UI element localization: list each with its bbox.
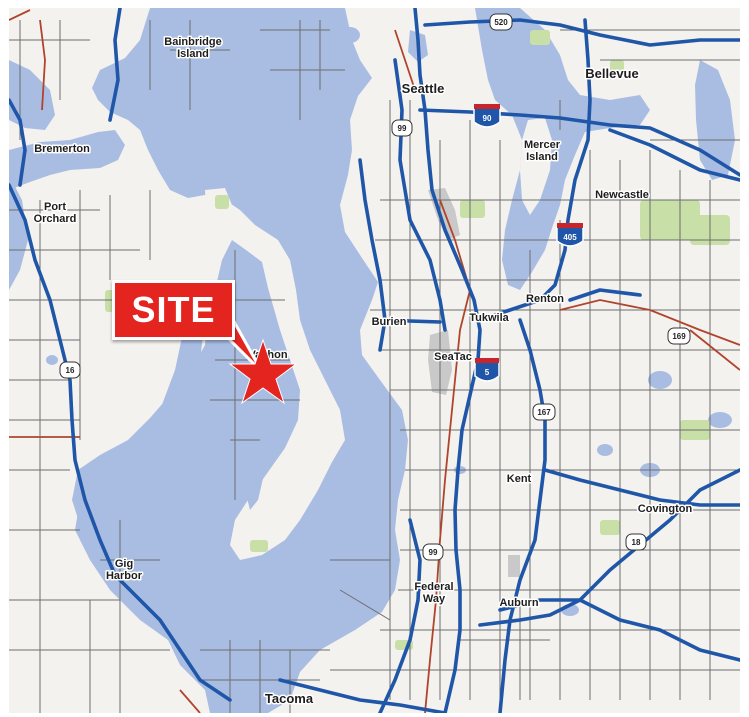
west-inlet-water bbox=[9, 175, 28, 290]
city-label-tacoma: Tacoma bbox=[265, 691, 314, 706]
city-label-bremerton: Bremerton bbox=[34, 143, 90, 155]
shield-sr99-south: 99 bbox=[422, 543, 444, 561]
svg-text:90: 90 bbox=[483, 114, 492, 123]
svg-text:5: 5 bbox=[485, 368, 490, 377]
quartermaster-harbor bbox=[245, 430, 265, 510]
city-label-bellevue: Bellevue bbox=[585, 66, 638, 81]
svg-text:16: 16 bbox=[66, 366, 75, 375]
site-label: SITE bbox=[131, 289, 216, 330]
svg-text:167: 167 bbox=[537, 408, 551, 417]
svg-text:405: 405 bbox=[563, 233, 577, 242]
small-lake-2 bbox=[648, 371, 672, 389]
city-label-tukwila: Tukwila bbox=[469, 312, 509, 324]
lake-washington bbox=[475, 8, 650, 290]
shield-i5: 5 bbox=[474, 358, 500, 382]
site-callout-box[interactable]: SITE bbox=[112, 280, 235, 340]
svg-text:18: 18 bbox=[632, 538, 641, 547]
svg-text:99: 99 bbox=[429, 548, 438, 557]
small-lake-1 bbox=[340, 27, 360, 43]
lake-sammamish bbox=[695, 60, 735, 180]
city-label-newcastle: Newcastle bbox=[595, 189, 649, 201]
city-label-kent: Kent bbox=[507, 473, 532, 485]
city-label-seattle: Seattle bbox=[402, 81, 445, 96]
shield-sr99-north: 99 bbox=[391, 119, 413, 137]
city-label-seatac: SeaTac bbox=[434, 351, 472, 363]
map-frame: 520 90 99 405 169 bbox=[9, 8, 740, 713]
small-lake-3 bbox=[597, 444, 613, 456]
city-label-burien: Burien bbox=[372, 316, 407, 328]
shield-sr167: 167 bbox=[532, 403, 556, 421]
city-label-covington: Covington bbox=[638, 503, 693, 515]
shield-sr18: 18 bbox=[625, 533, 647, 551]
svg-text:169: 169 bbox=[672, 332, 686, 341]
sinclair-inlet-water bbox=[9, 130, 125, 190]
svg-text:99: 99 bbox=[398, 124, 407, 133]
shield-i90: 90 bbox=[473, 104, 501, 128]
small-lake-5 bbox=[708, 412, 732, 428]
shield-sr16: 16 bbox=[59, 361, 81, 379]
city-label-renton: Renton bbox=[526, 293, 564, 305]
small-lake-8 bbox=[46, 355, 58, 365]
map-canvas: 520 90 99 405 169 bbox=[9, 8, 740, 713]
shield-sr520: 520 bbox=[489, 13, 513, 31]
highways bbox=[9, 8, 740, 713]
shield-i405: 405 bbox=[556, 223, 584, 247]
mercer-island-land bbox=[520, 118, 552, 215]
shield-sr169: 169 bbox=[667, 327, 691, 345]
local-roads bbox=[9, 20, 740, 713]
svg-text:520: 520 bbox=[494, 18, 508, 27]
site-star-icon[interactable] bbox=[228, 338, 298, 405]
city-label-auburn: Auburn bbox=[499, 597, 538, 609]
